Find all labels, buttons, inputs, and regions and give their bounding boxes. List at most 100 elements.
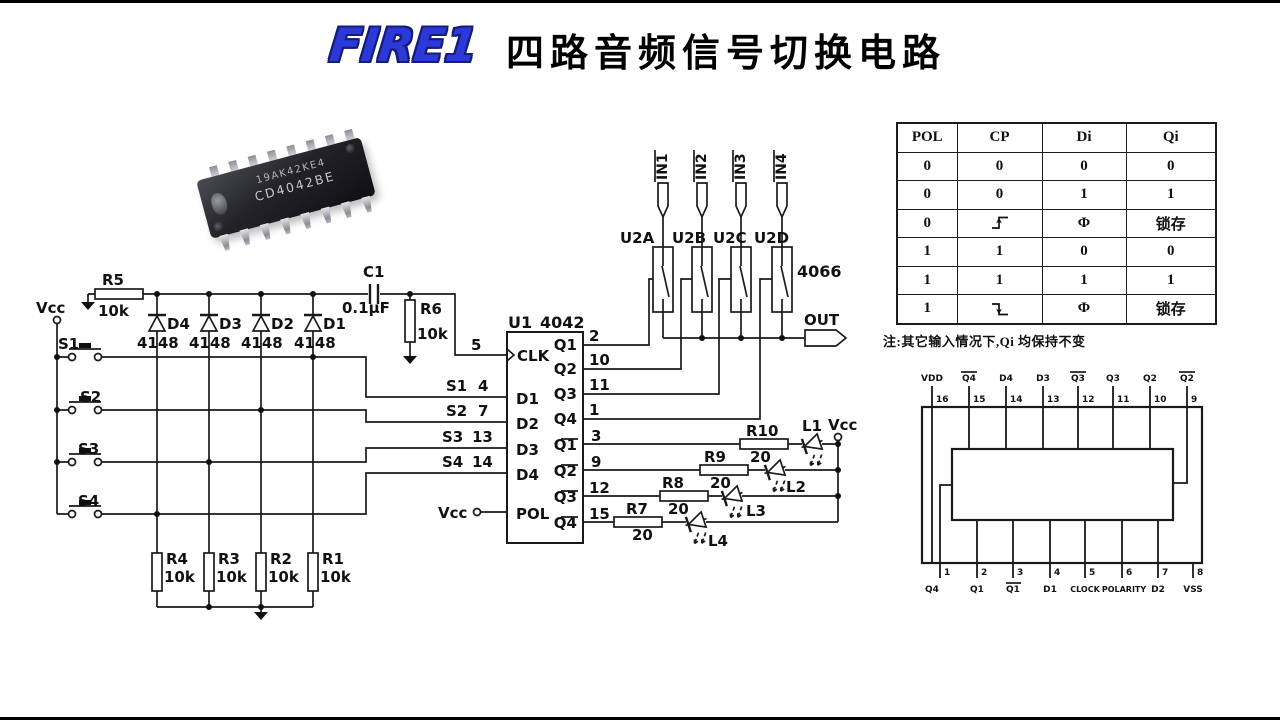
pinout-package-outline <box>920 405 1204 565</box>
pinout-num-4: 4 <box>1054 568 1060 578</box>
tt-cell: Φ <box>1041 208 1127 238</box>
pinout-bot-label-VSS: VSS <box>1183 585 1203 595</box>
label-L3: L3 <box>746 502 766 520</box>
tt-cell: 0 <box>896 151 958 181</box>
truth-table-row: 0 0 0 0 <box>896 151 1217 181</box>
tt-cell: 0 <box>896 208 958 238</box>
diode-D3 <box>198 313 220 333</box>
pin-num-3: 3 <box>591 427 601 445</box>
pin-label-Q2N: Q2 <box>554 462 577 480</box>
truth-table-header-row: POL CP Di Qi <box>896 122 1217 153</box>
truth-table: POL CP Di Qi 0 0 0 0 0 0 1 1 0 Φ 锁存 1 1 … <box>896 122 1217 325</box>
resistor-R3 <box>203 552 215 592</box>
truth-table-row: 1 1 1 1 <box>896 265 1217 295</box>
analog-switch-U2B <box>691 246 713 313</box>
label-R7: R7 <box>626 500 648 518</box>
truth-table-row: 1 1 0 0 <box>896 237 1217 267</box>
tt-cell: 1 <box>1041 180 1127 210</box>
tt-cell-falling-edge-icon <box>956 294 1043 324</box>
pin-label-D2: D2 <box>516 415 539 433</box>
value-R2: 10k <box>268 568 300 586</box>
label-R8: R8 <box>662 474 684 492</box>
part-4066: 4066 <box>797 262 842 281</box>
truth-table-note: 注:其它输入情况下,Qi 均保持不变 <box>883 334 1086 349</box>
connector-IN3 <box>735 182 747 218</box>
pin-label-Q4N: Q4 <box>554 514 577 532</box>
pinout-diagram: VDD Q4 D4 D3 Q3 Q3 Q2 Q2 16 15 14 13 12 … <box>920 371 1204 595</box>
diode-D4 <box>146 313 168 333</box>
pin-label-Q4: Q4 <box>554 410 577 428</box>
tt-cell: 1 <box>896 294 958 324</box>
label-L4: L4 <box>708 532 728 550</box>
tt-cell: 0 <box>896 180 958 210</box>
vcc-label-left: Vcc <box>36 299 65 317</box>
analog-switch-U2D <box>771 246 793 313</box>
truth-table-row: 1 Φ 锁存 <box>896 294 1217 324</box>
pinout-bot-label-Q1: Q1 <box>970 585 984 595</box>
value-R9: 20 <box>710 474 731 492</box>
pinout-num-15: 15 <box>973 395 986 405</box>
analog-switch-U2A <box>652 246 674 313</box>
ic-U1-body <box>506 331 584 544</box>
signal-S2: S2 <box>446 402 467 420</box>
pinout-top-label-Q4N: Q4 <box>962 374 976 384</box>
signal-S4: S4 <box>442 453 463 471</box>
resistor-R5 <box>94 288 144 300</box>
pin-num-15: 15 <box>589 505 610 523</box>
tt-cell: 0 <box>956 180 1043 210</box>
label-R3: R3 <box>218 550 240 568</box>
tt-cell: 1 <box>1125 265 1217 295</box>
col-header-cp: CP <box>956 122 1043 153</box>
junction-dots <box>54 291 841 610</box>
pin-label-D4: D4 <box>516 466 539 484</box>
label-R1: R1 <box>322 550 344 568</box>
resistor-R7 <box>613 516 663 528</box>
resistor-R1 <box>307 552 319 592</box>
pinout-top-label-Q3: Q3 <box>1106 374 1120 384</box>
tt-cell-latch: 锁存 <box>1125 294 1217 324</box>
pin-num-10: 10 <box>589 351 610 369</box>
pin-num-2: 2 <box>589 327 599 345</box>
label-S1: S1 <box>58 335 79 353</box>
vcc-label-led: Vcc <box>828 416 857 434</box>
pinout-top-label-VDD: VDD <box>921 374 943 384</box>
label-U2C: U2C <box>713 229 747 247</box>
pinout-num-7: 7 <box>1162 568 1168 578</box>
label-R2: R2 <box>270 550 292 568</box>
pin-label-Q3N: Q3 <box>554 488 577 506</box>
tt-cell: 0 <box>956 151 1043 181</box>
part-D2: 4148 <box>241 334 283 352</box>
label-L1: L1 <box>802 417 822 435</box>
page-title: 四路音频信号切换电路 <box>506 31 947 75</box>
value-R5: 10k <box>98 302 130 320</box>
label-IN4: IN4 <box>774 153 790 180</box>
pinout-num-3: 3 <box>1017 568 1023 578</box>
tt-cell: 1 <box>1041 265 1127 295</box>
pinout-num-14: 14 <box>1010 395 1023 405</box>
label-D4: D4 <box>167 315 190 333</box>
label-R4: R4 <box>166 550 188 568</box>
pinout-die-outline <box>950 447 1175 522</box>
clock-chevron-icon <box>506 348 516 362</box>
resistor-R4 <box>151 552 163 592</box>
label-R5: R5 <box>102 271 124 289</box>
frame-bottom-border <box>0 717 1280 720</box>
part-D4: 4148 <box>137 334 179 352</box>
truth-table-row: 0 0 1 1 <box>896 180 1217 210</box>
pin-label-Q1N: Q1 <box>554 436 577 454</box>
led-L1 <box>797 431 831 470</box>
diode-D2 <box>250 313 272 333</box>
tt-cell: 1 <box>896 265 958 295</box>
tt-cell: 0 <box>1041 237 1127 267</box>
tt-cell: 1 <box>956 237 1043 267</box>
label-U2D: U2D <box>754 229 789 247</box>
pinout-num-9: 9 <box>1191 395 1197 405</box>
pinout-top-label-D3: D3 <box>1036 374 1050 384</box>
vcc-terminal-led <box>833 432 843 442</box>
pin-num-4: 4 <box>478 377 488 395</box>
value-R7: 20 <box>632 526 653 544</box>
pin-num-14: 14 <box>472 453 493 471</box>
analog-switch-U2C <box>730 246 752 313</box>
pinout-num-2: 2 <box>981 568 987 578</box>
